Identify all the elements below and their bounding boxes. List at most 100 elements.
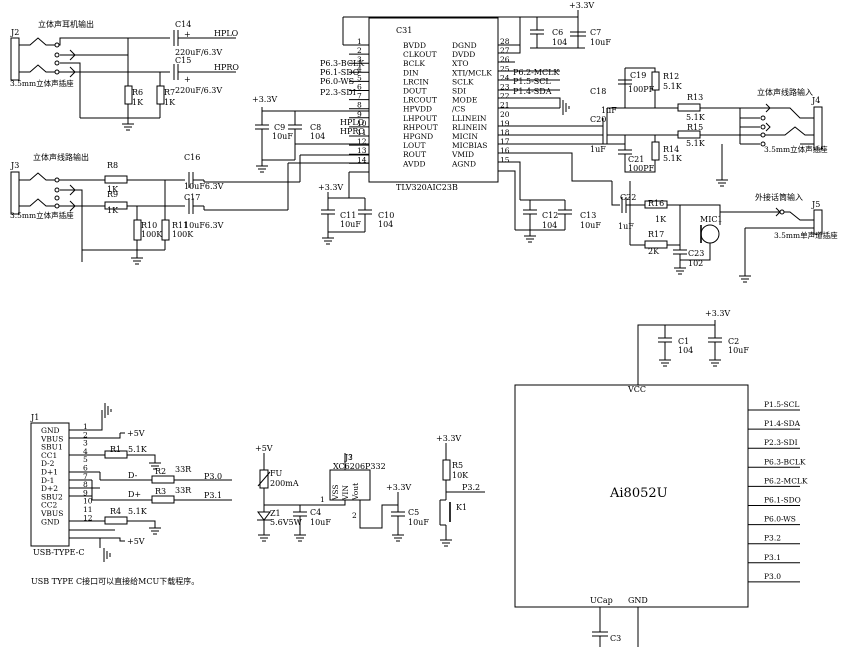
c31-pin-number: 28 bbox=[500, 37, 510, 46]
k1-ref: K1 bbox=[456, 503, 467, 512]
supply-c11-c10: +3.3V C11 10uF C10 104 bbox=[318, 183, 394, 245]
c22-val: 1uF bbox=[618, 222, 634, 231]
j1-pin-number: 8 bbox=[83, 480, 88, 489]
j1-pin-signal: VBUS bbox=[40, 434, 63, 443]
j4-label: 3.5mm立体声插座 bbox=[764, 144, 828, 154]
c31-pin-number: 22 bbox=[500, 92, 510, 101]
net-p63-bclk: P6.3-BCLK bbox=[320, 59, 365, 68]
c31-pin-number: 25 bbox=[500, 64, 510, 73]
c31-pin-number: 4 bbox=[357, 64, 362, 73]
usb-note: USB TYPE C接口可以直接给MCU下载程序。 bbox=[31, 576, 199, 586]
c19-val: 100PF bbox=[628, 85, 655, 94]
c31-pin-number: 19 bbox=[500, 119, 510, 128]
mode-ground bbox=[548, 98, 570, 115]
c31-pin-signal: BVDD bbox=[403, 41, 426, 50]
c31-pin-number: 11 bbox=[357, 128, 367, 137]
c11-ref: C11 bbox=[340, 211, 356, 220]
c14-val: 220uF/6.3V bbox=[175, 48, 222, 57]
c31-pin-signal: AVDD bbox=[402, 159, 426, 168]
mcu-vcc: VCC bbox=[627, 385, 646, 394]
net-p15-scl: P1.5-SCL bbox=[513, 77, 551, 86]
net-p31: P3.1 bbox=[204, 491, 222, 500]
net-hpro-jack: HPRO bbox=[214, 63, 239, 72]
reg-pin3: 3 bbox=[348, 453, 353, 462]
c6-val: 104 bbox=[552, 38, 567, 47]
j5-title: 外接话筒输入 bbox=[755, 192, 803, 202]
reg-pin1: 1 bbox=[320, 495, 325, 504]
c31-pin-signal: AGND bbox=[451, 159, 476, 168]
c31-left-nets: P6.3-BCLK P6.1-SDO P6.0-WS P2.3-SDI HPLO… bbox=[320, 59, 365, 136]
c20-val: 1uF bbox=[590, 145, 606, 154]
jack-j5: 外接话筒输入 J5 3.5mm单声道插座 bbox=[720, 192, 838, 283]
c3-ref: C3 bbox=[610, 634, 621, 643]
c31-pin-number: 23 bbox=[500, 83, 510, 92]
j4-title: 立体声线路输入 bbox=[757, 87, 813, 97]
mcu-ucap: UCap bbox=[590, 596, 613, 605]
r2-ref: R2 bbox=[155, 467, 166, 476]
c31-pin-number: 17 bbox=[500, 137, 510, 146]
c31-pin-number: 9 bbox=[357, 110, 362, 119]
c31-ref: C31 bbox=[396, 26, 412, 35]
mcu-pin-label: P3.1 bbox=[764, 553, 781, 562]
c12-val: 104 bbox=[542, 221, 557, 230]
c31-pin-signal: LRCOUT bbox=[403, 96, 437, 105]
c31-pin-signal: CLKOUT bbox=[403, 50, 437, 59]
j2-label: 3.5mm立体声插座 bbox=[10, 78, 74, 88]
c23-ref: C23 bbox=[688, 249, 704, 258]
rail-5v-power: +5V bbox=[255, 444, 273, 453]
r7-ref: R7 bbox=[164, 88, 175, 97]
j3-ref: J3 bbox=[10, 161, 19, 170]
c13-ref: C13 bbox=[580, 211, 596, 220]
c21-val: 100PF bbox=[628, 164, 655, 173]
r13-val: 5.1K bbox=[686, 113, 706, 122]
c17-ref: C17 bbox=[184, 193, 200, 202]
r4-ref: R4 bbox=[110, 507, 121, 516]
line-input-network: C18 1uF C20 1uF C19 100PF R12 5.1K R13 5… bbox=[590, 67, 740, 187]
fu-val: 200mA bbox=[270, 479, 299, 488]
rail-33v-k1: +3.3V bbox=[436, 434, 461, 443]
c31-pin-signal: ROUT bbox=[403, 150, 426, 159]
c31-pin-signal: VMID bbox=[451, 150, 474, 159]
c31-pin-signal: HPGND bbox=[403, 132, 433, 141]
jack-j3: 立体声线路输出 J3 3.5mm立体声插座 R8 1K R9 1K R10 10… bbox=[10, 152, 224, 265]
j1-pin-signal: CC2 bbox=[41, 501, 57, 510]
c31-pin-number: 27 bbox=[500, 46, 510, 55]
j1-ref: J1 bbox=[30, 413, 39, 422]
j1-pin-number: 6 bbox=[83, 464, 88, 473]
r5-ref: R5 bbox=[452, 461, 463, 470]
r8-ref: R8 bbox=[107, 161, 118, 170]
button-k1-section: +3.3V R5 10K P3.2 K1 bbox=[436, 434, 485, 547]
rail-33v-top: +3.3V bbox=[569, 1, 594, 10]
j1-pin-number: 2 bbox=[83, 430, 88, 439]
c18-val: 1uF bbox=[601, 106, 617, 115]
c8-ref: C8 bbox=[310, 123, 321, 132]
mcu-pin-label: P6.1-SDO bbox=[764, 496, 801, 505]
r10-val: 100K bbox=[141, 230, 163, 239]
jack-j4: 立体声线路输入 J4 3.5mm立体声插座 bbox=[739, 87, 828, 154]
c31-pin-signal: SCLK bbox=[452, 77, 474, 86]
c15-val: 220uF/6.3V bbox=[175, 86, 222, 95]
reg-vout: Vout bbox=[351, 483, 360, 501]
net-p14-sda: P1.4-SDA bbox=[513, 87, 552, 96]
mcu-gnd: GND bbox=[628, 596, 648, 605]
reg-part: XC6206P332 bbox=[333, 462, 386, 471]
net-p60-ws: P6.0-WS bbox=[320, 77, 354, 86]
c31-pin-signal: SDI bbox=[452, 87, 466, 96]
c7-ref: C7 bbox=[590, 28, 601, 37]
net-p61-sdo: P6.1-SDO bbox=[320, 68, 360, 77]
c31-pin-number: 1 bbox=[357, 37, 362, 46]
r9-ref: R9 bbox=[107, 190, 118, 199]
c31-pin-number: 18 bbox=[500, 128, 510, 137]
c8-val: 104 bbox=[310, 132, 325, 141]
net-hplo-codec: HPLO bbox=[340, 118, 365, 127]
r8-val: 1K bbox=[107, 185, 119, 194]
rail-33v-c9: +3.3V bbox=[252, 95, 277, 104]
j2-title: 立体声耳机输出 bbox=[38, 19, 94, 29]
c31-pin-signal: HPVDD bbox=[403, 105, 432, 114]
net-p32: P3.2 bbox=[462, 483, 480, 492]
j1-pin-number: 3 bbox=[83, 439, 88, 448]
c31-pin-signal: MICBIAS bbox=[452, 141, 487, 150]
